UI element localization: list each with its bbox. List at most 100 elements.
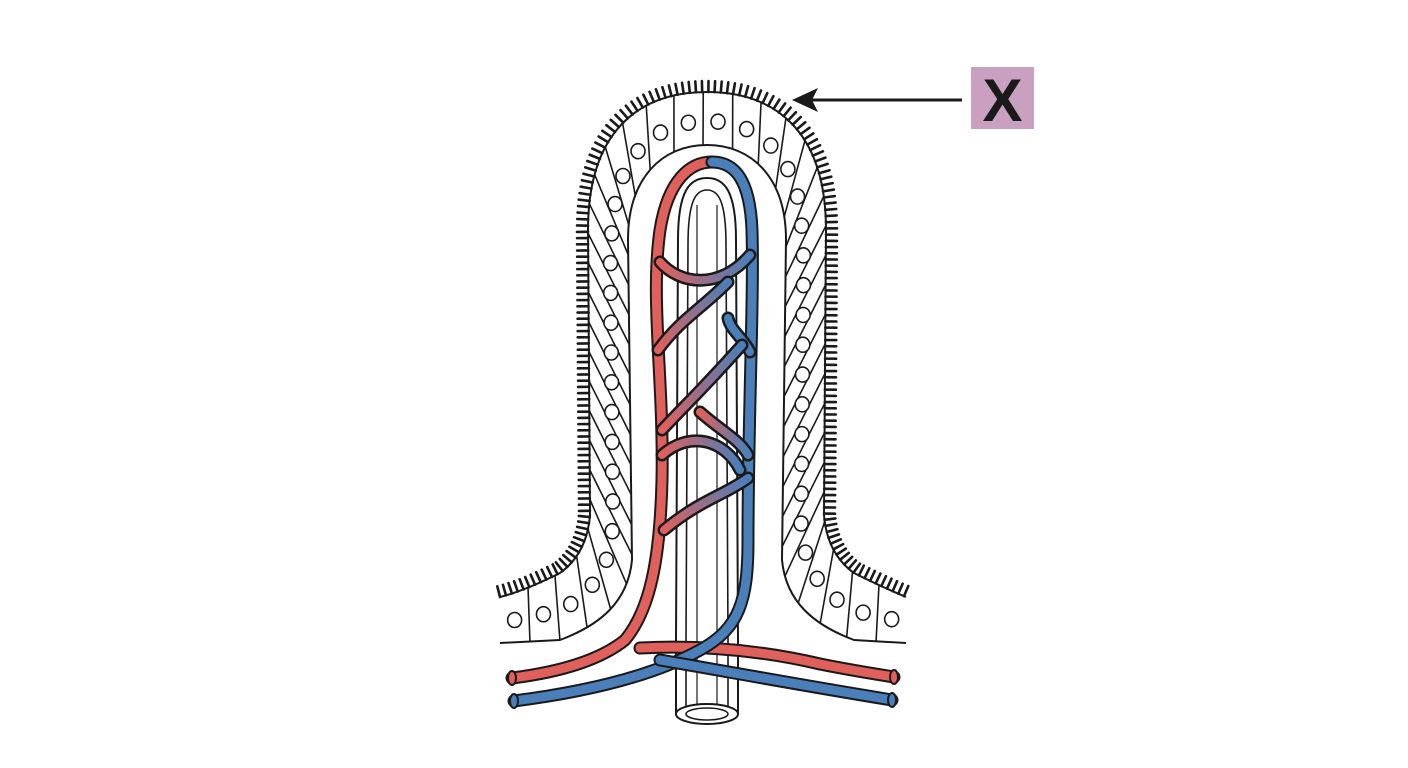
cell-nucleus — [829, 591, 845, 609]
vessel-cut-end — [889, 669, 899, 685]
cell-nucleus — [794, 366, 811, 383]
cell-nucleus — [793, 217, 810, 234]
cell-nucleus — [797, 544, 814, 561]
cell-wall — [621, 123, 637, 196]
cell-wall — [587, 232, 630, 316]
label-x-text: X — [982, 67, 1022, 134]
capillary-segment — [696, 408, 752, 459]
cell-nucleus — [883, 610, 900, 628]
cell-nucleus — [793, 455, 810, 473]
cell-nucleus — [603, 373, 620, 391]
microvilli-strands — [496, 79, 910, 599]
cell-nucleus — [607, 195, 623, 213]
capillary-network — [651, 248, 757, 537]
cell-nucleus — [795, 247, 812, 264]
cell-nucleus — [602, 284, 619, 302]
cell-nucleus — [603, 225, 620, 242]
cell-nuclei — [506, 113, 900, 629]
cell-wall — [593, 174, 629, 255]
cell-nucleus — [603, 344, 620, 361]
cell-nucleus — [793, 485, 810, 503]
cell-nucleus — [680, 114, 697, 132]
microvilli-brush-border — [496, 79, 910, 599]
vessel-cut-end — [507, 670, 517, 686]
cell-wall — [588, 439, 633, 525]
cell-wall — [587, 291, 631, 375]
cell-wall — [589, 499, 628, 585]
cell-nucleus — [738, 120, 755, 138]
cell-nucleus — [584, 576, 601, 594]
cell-nucleus — [630, 142, 646, 160]
lacteal-opening-inner — [685, 707, 729, 721]
cell-nucleus — [604, 463, 621, 480]
capillary-segment — [656, 251, 754, 285]
blood-vessels — [505, 155, 901, 709]
venule-segment — [509, 157, 757, 706]
capillary-segment — [654, 278, 732, 354]
cell-nucleus — [795, 276, 812, 294]
cell-wall — [774, 117, 787, 189]
cell-wall — [782, 402, 826, 487]
capillary-segment — [660, 474, 752, 534]
vessel-cut-end — [509, 693, 519, 709]
arteriole — [505, 155, 901, 686]
cell-wall — [819, 549, 835, 624]
arteriole-segment — [635, 642, 899, 682]
cell-wall — [604, 146, 630, 225]
label-x-box — [971, 67, 1034, 129]
cell-nucleus — [603, 314, 619, 331]
cell-wall — [782, 373, 826, 457]
cell-wall — [588, 469, 633, 555]
label-arrow-head — [792, 88, 818, 112]
label-x-callout: X — [792, 67, 1034, 134]
cell-nucleus — [780, 160, 796, 178]
cell-wall — [588, 380, 632, 465]
lacteal-outer-wall — [675, 176, 739, 715]
cell-nucleus — [652, 124, 669, 141]
cell-wall — [757, 102, 762, 165]
cell-nucleus — [809, 570, 825, 588]
cell-nucleus — [615, 167, 631, 185]
cell-nucleus — [793, 515, 809, 532]
cell-nucleus — [795, 306, 811, 324]
cell-nucleus — [602, 254, 619, 272]
cell-nucleus — [794, 425, 810, 443]
cell-nucleus — [789, 188, 806, 205]
cell-nucleus — [562, 595, 579, 613]
cell-wall — [587, 528, 612, 610]
cell-nucleus — [604, 403, 620, 421]
cell-wall — [785, 167, 818, 247]
cell-wall — [781, 432, 826, 517]
cell-wall — [527, 587, 531, 642]
cell-wall — [781, 461, 826, 547]
cell-wall — [575, 555, 588, 628]
cell-wall — [784, 195, 825, 278]
capillary-segment — [724, 314, 754, 356]
cell-wall — [782, 343, 826, 427]
lacteal-inner-wall — [685, 189, 729, 712]
cell-wall — [784, 225, 827, 308]
cell-wall — [587, 321, 631, 405]
cell-nucleus — [506, 611, 523, 629]
cell-wall — [797, 521, 826, 604]
cell-wall — [845, 571, 854, 638]
cell-nucleus — [795, 336, 811, 354]
cell-nucleus — [604, 433, 620, 451]
cell-wall — [645, 105, 651, 170]
cell-wall — [875, 584, 880, 642]
arteriole-segment — [507, 157, 717, 683]
cell-walls — [527, 92, 880, 642]
epithelial-cell-layer — [499, 90, 907, 644]
cell-nucleus — [604, 522, 621, 540]
capillary-segment — [658, 341, 746, 434]
epithelium-outer-edge — [499, 90, 907, 598]
cell-wall — [784, 491, 825, 577]
cell-wall — [588, 351, 632, 435]
venule-segment — [655, 655, 897, 705]
cell-nucleus — [855, 604, 871, 621]
cell-nucleus — [710, 113, 726, 130]
capillary-segment — [658, 436, 744, 474]
cell-nucleus — [598, 551, 615, 569]
cell-nucleus — [604, 493, 621, 510]
